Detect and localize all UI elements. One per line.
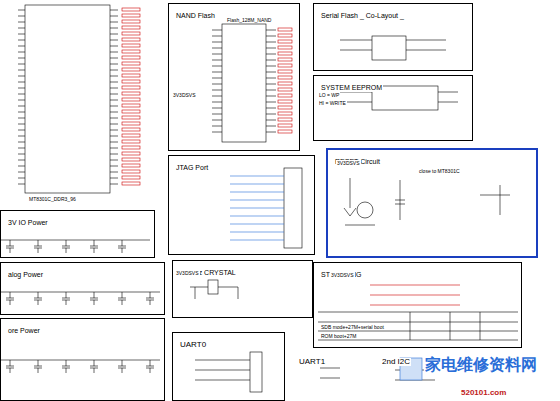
wires	[340, 40, 458, 102]
block-title: Serial Flash _ Co-Layout _	[320, 12, 405, 20]
block-title: SYSTEM EEPROM	[320, 84, 383, 92]
reset-wires	[344, 178, 510, 225]
block-title: UART1	[298, 358, 326, 366]
block-frame: ore Power	[0, 318, 165, 401]
signal-label: MT8301C_DDR3_96	[28, 196, 77, 202]
watermark: 家电维修资料网	[424, 356, 538, 373]
soc-symbol	[25, 5, 110, 193]
block-frame: NAND Flash	[168, 3, 300, 151]
block-title: ore Power	[7, 327, 41, 335]
signal-label: 3V3DSVS	[336, 160, 361, 166]
signal-label: close to MT8301C	[418, 168, 461, 174]
block-frame: Serial Flash _ Co-Layout _	[313, 3, 473, 71]
block-title: NAND Flash	[175, 12, 216, 20]
block-frame: UART1	[292, 350, 362, 401]
crystal-symbol	[208, 280, 218, 294]
signal-label: 3V3DSVS	[172, 92, 197, 98]
crystal-wires	[190, 287, 238, 299]
nand-pins	[212, 28, 292, 133]
block-frame: 3V IO Power	[0, 210, 155, 258]
power-rails	[0, 240, 160, 360]
signal-label: Flash_128M_NAND	[226, 17, 272, 23]
jtag-header	[284, 168, 302, 248]
block-title: 3V IO Power	[7, 219, 49, 227]
watermark: 520101.com	[460, 388, 507, 397]
block-frame: JTAG Port	[168, 155, 315, 255]
signal-label: HI = WRITE	[318, 100, 347, 106]
capacitor-symbols	[6, 240, 154, 373]
block-title: UART0	[179, 341, 207, 349]
block-title: 2nd I2C	[381, 358, 411, 366]
block-frame: 27MHz CRYSTAL	[172, 260, 313, 318]
serial-flash-chip	[372, 36, 406, 60]
block-frame: alog Power	[0, 262, 165, 315]
nand-chip	[222, 24, 266, 142]
strapping-table	[318, 312, 518, 340]
block-frame: 2nd I2C	[375, 350, 415, 370]
strapping-nets	[370, 285, 460, 305]
block-frame: SYSTEM EEPROM	[313, 75, 473, 141]
block-title: JTAG Port	[175, 164, 209, 172]
block-frame: UART0	[172, 332, 285, 401]
signal-label: SDB mode+27M+serial boot	[320, 324, 385, 330]
uart0-header	[250, 352, 262, 392]
jtag-pins	[230, 176, 284, 240]
soc-pins	[18, 8, 140, 185]
transistor-symbol	[357, 202, 373, 218]
block-title: alog Power	[7, 271, 44, 279]
signal-label: ROM boot+27M	[320, 333, 357, 339]
signal-label: 3V3DSVS	[175, 270, 200, 276]
signal-label: 3V3DSVS	[330, 272, 355, 278]
signal-label: LO = WP	[318, 92, 340, 98]
